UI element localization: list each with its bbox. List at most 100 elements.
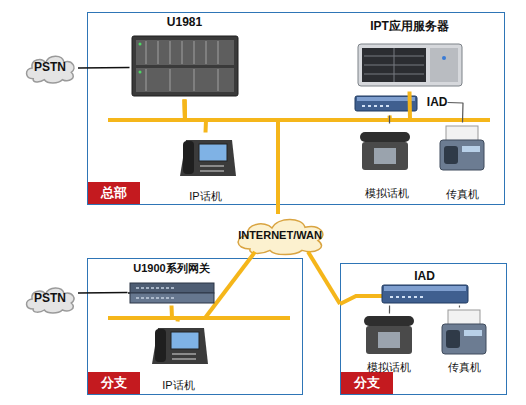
site-box: 分支 U1900系列网关 IP话机 [87, 258, 303, 395]
site-box: 总部U1981IPT应用服务器IP话机IAD模拟话机传真机 [87, 12, 505, 205]
analog-phone-art [360, 132, 410, 170]
network-line [185, 92, 411, 121]
server-panel [430, 48, 458, 82]
fax-machine: 传真机 [432, 123, 494, 201]
phone-handset [360, 132, 410, 142]
device-label: 模拟话机 [342, 187, 432, 200]
fax-paper [446, 126, 478, 142]
pstn-cloud: PSTN [22, 284, 78, 314]
ip-phone-art [152, 328, 208, 364]
network-line [185, 100, 207, 133]
phone-keys [200, 166, 224, 171]
fax-display [464, 330, 482, 336]
phone-body [180, 140, 236, 176]
site-tag: 分支 [88, 372, 140, 394]
status-led [139, 71, 142, 74]
fax-art [442, 310, 486, 354]
phone-handset [155, 329, 166, 362]
analog-phone: 模拟话机 [358, 314, 420, 374]
power-led [442, 56, 446, 60]
analog-phone: 模拟话机 [352, 124, 422, 200]
gateway-device: U1900系列网关 [128, 262, 216, 306]
status-led [139, 43, 142, 46]
phone-cable [389, 116, 390, 124]
iad-body [355, 96, 417, 111]
server-body [358, 44, 462, 86]
device-label: IAD [368, 270, 482, 284]
device-label: IAD [427, 90, 448, 116]
phone-handset [183, 141, 194, 174]
wan-link [205, 258, 251, 318]
fax-art [440, 126, 484, 170]
network-line [276, 205, 280, 214]
cloud-label: PSTN [22, 284, 78, 314]
wan-cloud: INTERNET/WAN [230, 214, 330, 256]
network-line [185, 100, 391, 121]
site-tag: 分支 [341, 372, 393, 394]
fax-handset [446, 330, 460, 348]
phone-base [362, 142, 408, 170]
device-label: 传真机 [422, 188, 504, 201]
site-tag: 总部 [88, 182, 140, 204]
phone-body [152, 328, 208, 364]
chassis-body [132, 36, 238, 96]
ip-phone: IP话机 [148, 322, 210, 392]
lan-bus [108, 118, 490, 122]
network-line [172, 306, 179, 322]
phone-cable [459, 306, 460, 308]
device-label: U1981 [120, 16, 250, 30]
gateway-unit [130, 293, 214, 303]
cloud-label: PSTN [22, 52, 78, 84]
phone-cable [389, 306, 390, 314]
site-box: 分支 IAD 模拟话机传真机 [340, 263, 507, 395]
pstn-cloud: PSTN [22, 52, 78, 84]
fax-body [442, 324, 486, 354]
wan-link [340, 296, 382, 304]
network-line [308, 252, 340, 304]
fax-machine: 传真机 [436, 308, 494, 374]
gateway-ports [136, 288, 176, 298]
fax-handset [444, 146, 458, 164]
phone-keys [172, 354, 196, 359]
phone-keypad [374, 148, 396, 164]
pstn-line [78, 292, 128, 294]
device-label: 模拟话机 [348, 361, 430, 374]
pbx-device: U1981 [130, 16, 240, 100]
iad-top [384, 286, 466, 291]
card-row [136, 40, 234, 65]
iad-ports [390, 296, 423, 298]
iad-body [382, 285, 468, 303]
fax-body [440, 140, 484, 170]
device-label: IP话机 [165, 190, 247, 203]
phone-screen [171, 332, 199, 349]
drive-bays [364, 48, 424, 82]
device-label: IP话机 [138, 379, 220, 392]
iad-device: IAD [352, 90, 448, 116]
device-label: IPT应用服务器 [340, 20, 480, 34]
device-label: 传真机 [426, 361, 504, 374]
fax-display [462, 146, 480, 152]
ip-phone-art [180, 140, 236, 176]
iad-ports [362, 105, 389, 107]
phone-screen [199, 144, 227, 161]
drive-panel [362, 48, 426, 82]
pstn-wire [128, 292, 130, 294]
card-row [136, 68, 234, 92]
iad-device: IAD [378, 270, 472, 306]
ip-phone: IP话机 [175, 133, 237, 203]
gateway-unit [130, 283, 214, 293]
fax-paper [448, 310, 480, 326]
phone-cable [448, 103, 464, 123]
phone-keypad [378, 332, 400, 348]
cloud-label: INTERNET/WAN [230, 214, 330, 256]
analog-phone-art [364, 316, 414, 354]
lan-riser [276, 120, 280, 205]
network-line [251, 252, 255, 258]
lan-bus [108, 316, 290, 320]
device-label: U1900系列网关 [118, 262, 226, 275]
connector-group [78, 67, 463, 321]
phone-base [366, 326, 412, 354]
phone-handset [364, 316, 414, 326]
